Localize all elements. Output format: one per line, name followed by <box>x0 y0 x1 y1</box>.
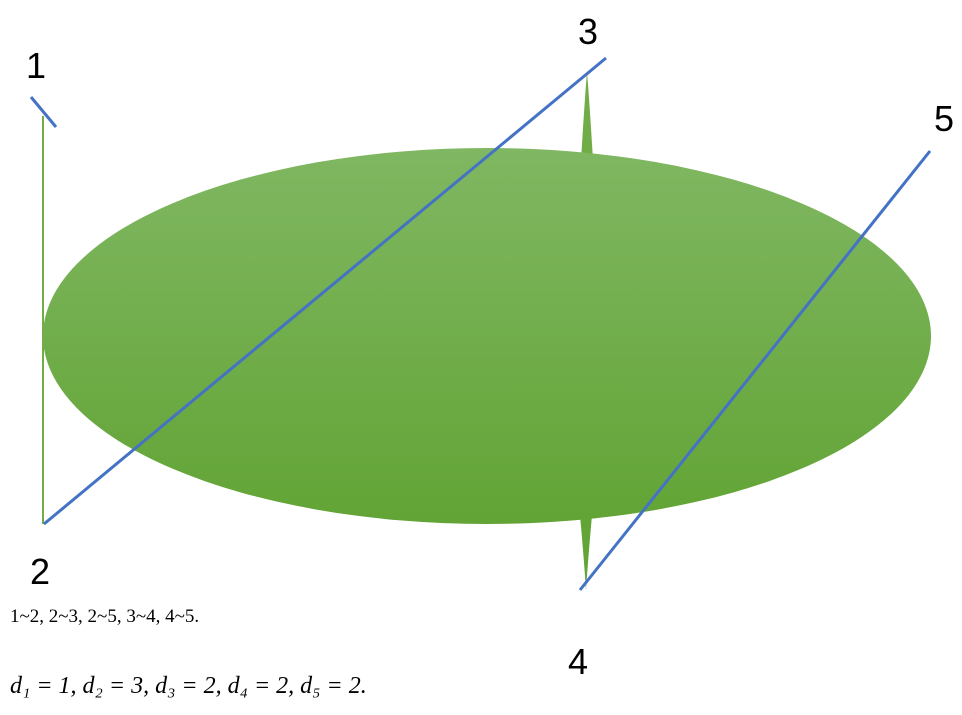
degrees-caption: d₁ = 1, d₂ = 3, d₃ = 2, d₄ = 2, d₅ = 2. <box>10 673 367 700</box>
upper-spike <box>581 72 593 160</box>
adjacency-caption: 1~2, 2~3, 2~5, 3~4, 4~5. <box>10 606 199 628</box>
node-label-4: 4 <box>568 641 588 682</box>
node-label-5: 5 <box>934 98 954 139</box>
node-label-3: 3 <box>578 11 598 52</box>
node-label-2: 2 <box>30 551 50 592</box>
node-label-1: 1 <box>26 45 46 86</box>
green-ellipse-surface <box>43 148 931 524</box>
